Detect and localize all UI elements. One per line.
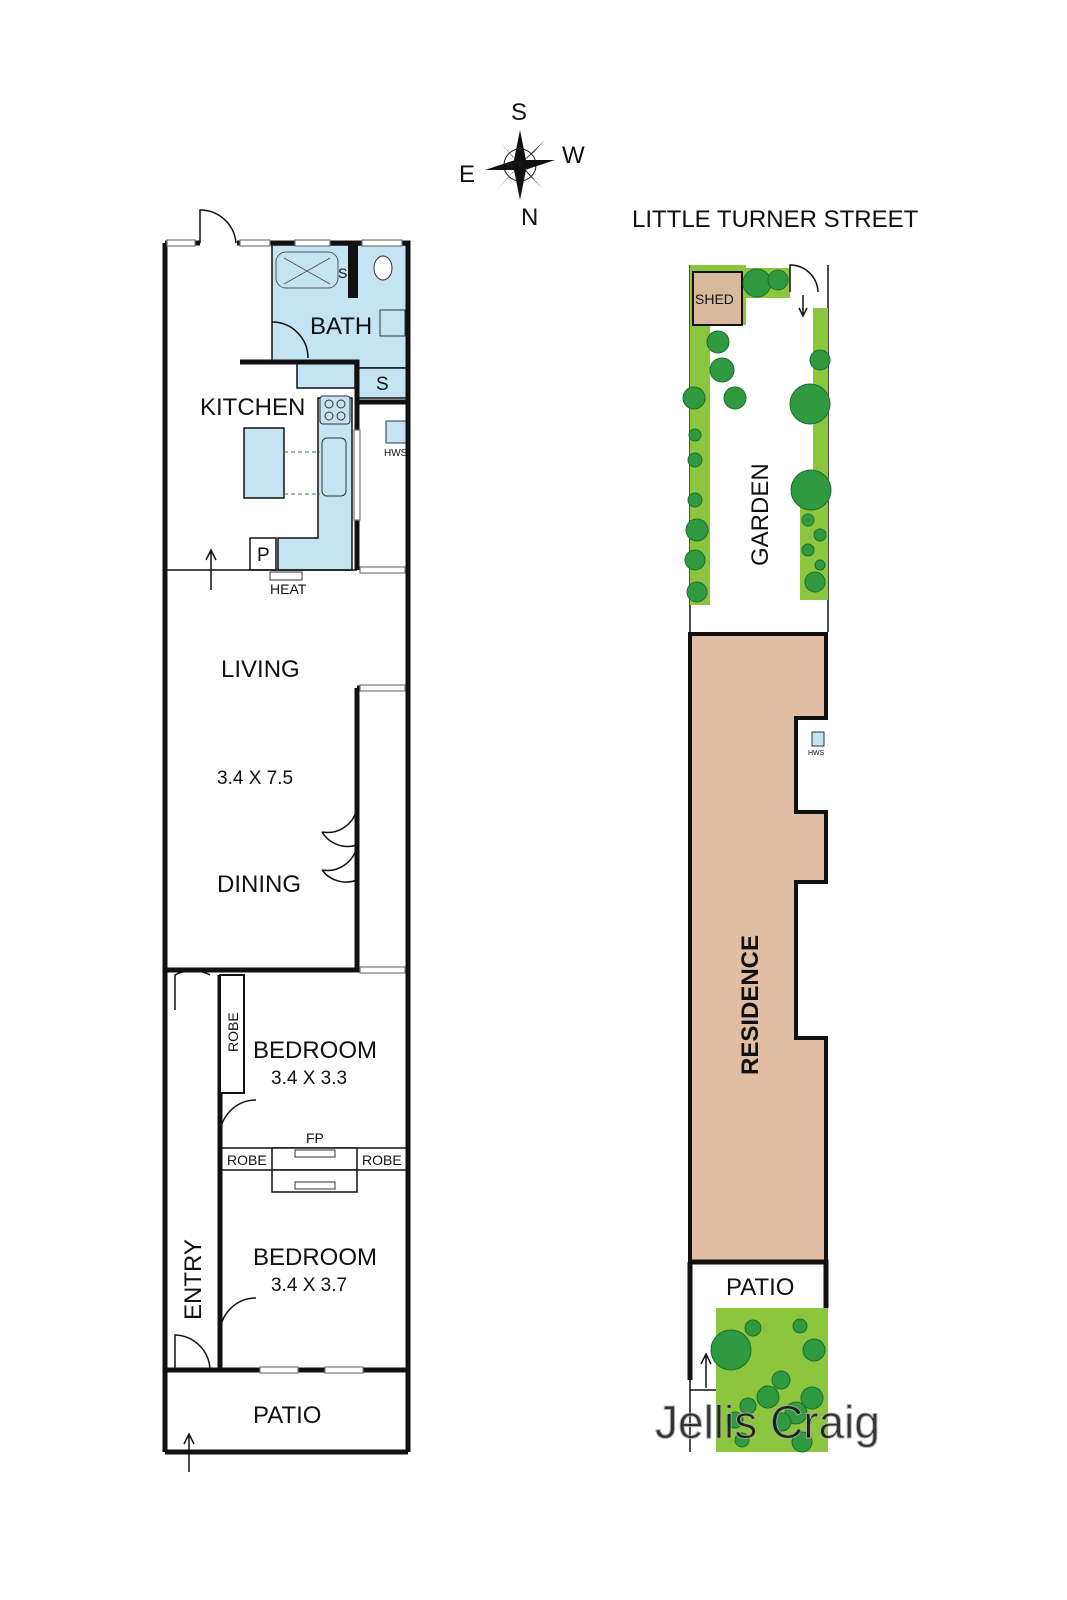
street-label: LITTLE TURNER STREET — [632, 206, 919, 233]
tree-icon — [688, 428, 702, 442]
bedroom2-dimensions: 3.4 X 3.7 — [271, 1275, 347, 1296]
tree-icon — [801, 543, 815, 557]
sink-icon — [321, 437, 347, 497]
entry-arrow-icon — [183, 1432, 195, 1472]
robe-label: ROBE — [225, 1012, 241, 1052]
tree-icon — [686, 581, 708, 603]
pantry — [249, 537, 277, 571]
tree-icon — [756, 1385, 780, 1409]
entry-arrow-icon — [205, 548, 217, 590]
bedroom1-label: BEDROOM — [253, 1037, 377, 1064]
watermark-logo: Jellis Craig — [655, 1396, 880, 1448]
site-entry-arrow-icon — [700, 1352, 712, 1388]
compass-rose: S W E N — [459, 99, 585, 231]
cooktop-icon — [319, 395, 351, 425]
patio-label: PATIO — [253, 1402, 321, 1429]
pantry-label: P — [257, 545, 270, 566]
compass-east-label: E — [459, 161, 475, 188]
tree-icon — [726, 1411, 744, 1429]
robe-left-label: ROBE — [227, 1152, 267, 1168]
toilet-icon — [373, 255, 393, 281]
heater-label: HEAT — [270, 581, 307, 597]
tree-icon — [723, 386, 747, 410]
tree-icon — [790, 469, 832, 511]
tree-icon — [739, 1397, 757, 1415]
tree-icon — [804, 571, 826, 593]
tree-icon — [744, 1319, 762, 1337]
shower-label: S — [338, 265, 347, 281]
robe-right-label: ROBE — [362, 1152, 402, 1168]
tree-icon — [772, 1412, 792, 1432]
tree-icon — [802, 1338, 826, 1362]
site-hws-label: HWS — [808, 750, 825, 757]
bedroom1-dimensions: 3.4 X 3.3 — [271, 1068, 347, 1089]
entry-label: ENTRY — [180, 1239, 207, 1320]
front-door — [174, 1334, 211, 1371]
tree-icon — [706, 330, 730, 354]
site-patio-label: PATIO — [726, 1274, 794, 1301]
bedroom2-label: BEDROOM — [253, 1244, 377, 1271]
tree-icon — [734, 1432, 750, 1448]
compass-south-label: S — [511, 99, 527, 126]
floor-plan: S BATH S P KITCHEN HWS HEAT ROBE — [162, 209, 411, 1472]
tree-icon — [685, 518, 709, 542]
living-dimensions: 3.4 X 7.5 — [217, 768, 293, 789]
kitchen-label: KITCHEN — [200, 394, 305, 421]
tree-icon — [684, 549, 706, 571]
tree-icon — [710, 1329, 752, 1371]
vanity-icon — [379, 309, 406, 337]
tree-icon — [767, 269, 789, 291]
tree-icon — [682, 386, 706, 410]
tree-icon — [813, 528, 827, 542]
garden-label: GARDEN — [747, 463, 774, 566]
tree-icon — [709, 357, 735, 383]
shed-label: SHED — [695, 291, 734, 307]
site-plan: LITTLE TURNER STREET SHED GARDEN HWS RES… — [632, 206, 919, 1453]
back-door — [199, 209, 237, 244]
tree-icon — [800, 1386, 824, 1410]
robe-bedroom1 — [219, 974, 245, 1094]
storage-label: S — [376, 374, 389, 395]
tree-icon — [789, 383, 831, 425]
tree-icon — [791, 1431, 813, 1453]
tree-icon — [801, 513, 815, 527]
site-gate — [789, 264, 819, 293]
compass-north-label: N — [521, 204, 538, 231]
hot-water-system — [385, 420, 409, 444]
hws-label: HWS — [384, 448, 408, 459]
compass-point-south — [514, 130, 526, 165]
bath-label: BATH — [310, 313, 372, 340]
tree-icon — [687, 492, 703, 508]
tree-icon — [771, 1370, 791, 1390]
tree-icon — [792, 1318, 808, 1334]
shed — [692, 271, 743, 326]
bathtub-icon — [275, 251, 339, 289]
fireplace-label: FP — [306, 1130, 324, 1146]
double-door — [321, 807, 358, 883]
residence-label: RESIDENCE — [737, 935, 764, 1075]
compass-west-label: W — [562, 142, 585, 169]
living-label: LIVING — [221, 656, 300, 683]
tree-icon — [814, 559, 826, 571]
tree-icon — [687, 452, 703, 468]
tree-icon — [809, 349, 831, 371]
bath-door — [271, 321, 309, 359]
dining-label: DINING — [217, 871, 301, 898]
kitchen-island — [243, 427, 285, 499]
tree-icon — [742, 268, 772, 298]
compass-point-north — [514, 165, 526, 200]
